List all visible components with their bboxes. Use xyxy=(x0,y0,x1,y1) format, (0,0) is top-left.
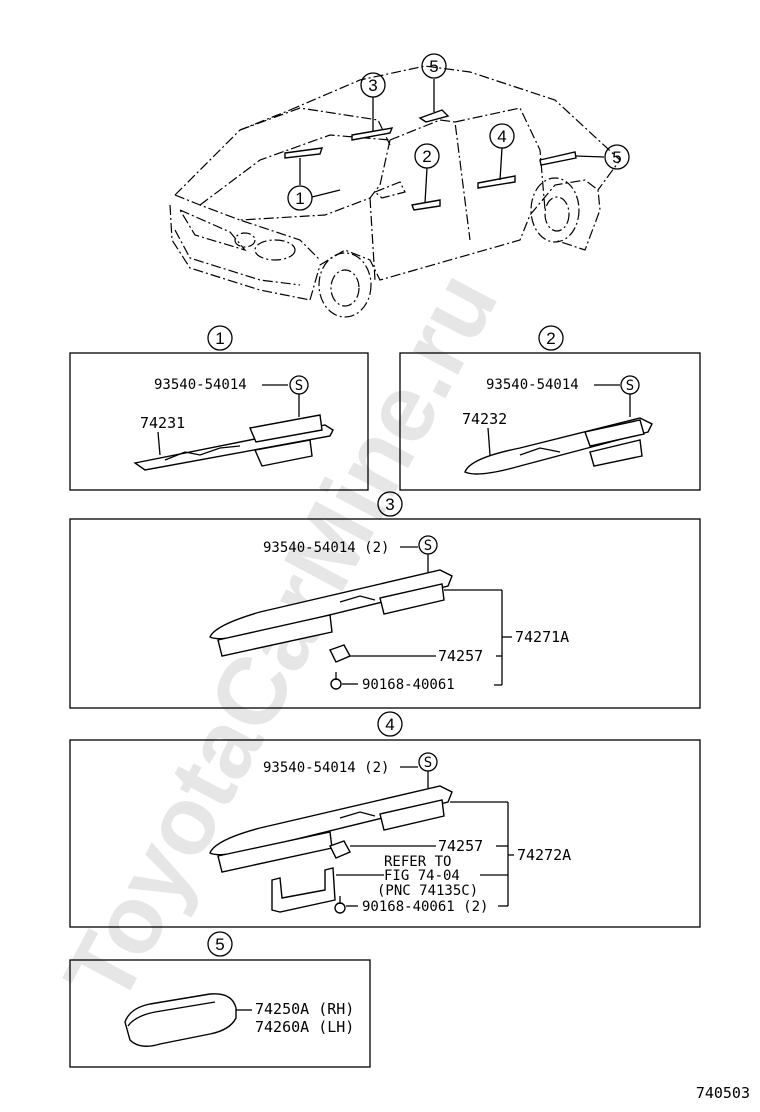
section-1-part-label: 74231 xyxy=(140,414,185,432)
section-4-screw-label: 90168-40061 (2) xyxy=(362,899,488,915)
clip-74257-b xyxy=(329,840,351,859)
svg-text:3: 3 xyxy=(368,76,377,95)
section-5-part-lh: 74260A (LH) xyxy=(255,1018,354,1036)
screw-90168 xyxy=(330,672,342,690)
section-3-clip-label: 74257 xyxy=(438,647,483,665)
section-4-index: 4 xyxy=(385,715,394,734)
section-3-bolt-label: 93540-54014 (2) xyxy=(263,540,389,556)
section-4-refer-line3: (PNC 74135C) xyxy=(377,883,478,899)
callout-1: 1 xyxy=(287,185,313,211)
section-4-refer-line2: FIG 74-04 xyxy=(384,868,460,884)
vehicle-illustration: 1 3 5 2 4 5 xyxy=(169,53,630,318)
svg-text:4: 4 xyxy=(497,127,506,146)
section-3: 3 93540-54014 (2) S 74271A 74257 90168-4… xyxy=(69,491,701,709)
section-5-index: 5 xyxy=(215,935,224,954)
callout-2: 2 xyxy=(414,143,440,169)
callout-5-side: 5 xyxy=(604,144,630,170)
section-1-index: 1 xyxy=(215,329,224,348)
section-4-refer-line1: REFER TO xyxy=(384,854,451,870)
section-4-clip-label: 74257 xyxy=(438,837,483,855)
switch-assembly-74272A xyxy=(209,785,453,873)
diagram-code: 740503 xyxy=(696,1084,750,1102)
trim-cover-74250A xyxy=(124,993,237,1047)
section-1: 1 93540-54014 S 74231 xyxy=(69,325,369,491)
section-3-assembly-label: 74271A xyxy=(515,628,569,646)
section-5: 5 74250A (RH) 74260A (LH) xyxy=(69,931,371,1068)
switch-base-74232 xyxy=(464,417,653,475)
section-5-part-rh: 74250A (RH) xyxy=(255,1000,354,1018)
svg-text:1: 1 xyxy=(295,189,304,208)
section-4-assembly-label: 74272A xyxy=(517,846,571,864)
section-2-index: 2 xyxy=(546,329,555,348)
callout-3: 3 xyxy=(360,72,386,98)
screw-90168-b xyxy=(334,896,346,914)
svg-text:5: 5 xyxy=(612,148,621,167)
svg-text:5: 5 xyxy=(429,57,438,76)
bracket-refer xyxy=(271,867,336,913)
section-3-screw-label: 90168-40061 xyxy=(362,677,455,693)
section-2: 2 93540-54014 S 74232 xyxy=(399,325,701,491)
section-4-bolt-symbol: S xyxy=(424,755,432,771)
switch-assembly-74271A xyxy=(209,569,453,657)
section-3-bolt-symbol: S xyxy=(424,538,432,554)
callout-5-roof: 5 xyxy=(421,53,447,79)
section-3-index: 3 xyxy=(385,495,394,514)
section-2-part-label: 74232 xyxy=(462,410,507,428)
section-4-bolt-label: 93540-54014 (2) xyxy=(263,760,389,776)
section-1-bolt-symbol: S xyxy=(295,378,303,394)
section-2-bolt-symbol: S xyxy=(626,378,634,394)
callout-4: 4 xyxy=(489,123,515,149)
section-1-bolt-label: 93540-54014 xyxy=(154,377,247,393)
section-2-bolt-label: 93540-54014 xyxy=(486,377,579,393)
switch-base-74231 xyxy=(133,414,334,471)
section-4: 4 93540-54014 (2) S 74272A 74257 REFER T… xyxy=(69,711,701,928)
svg-text:2: 2 xyxy=(422,147,431,166)
